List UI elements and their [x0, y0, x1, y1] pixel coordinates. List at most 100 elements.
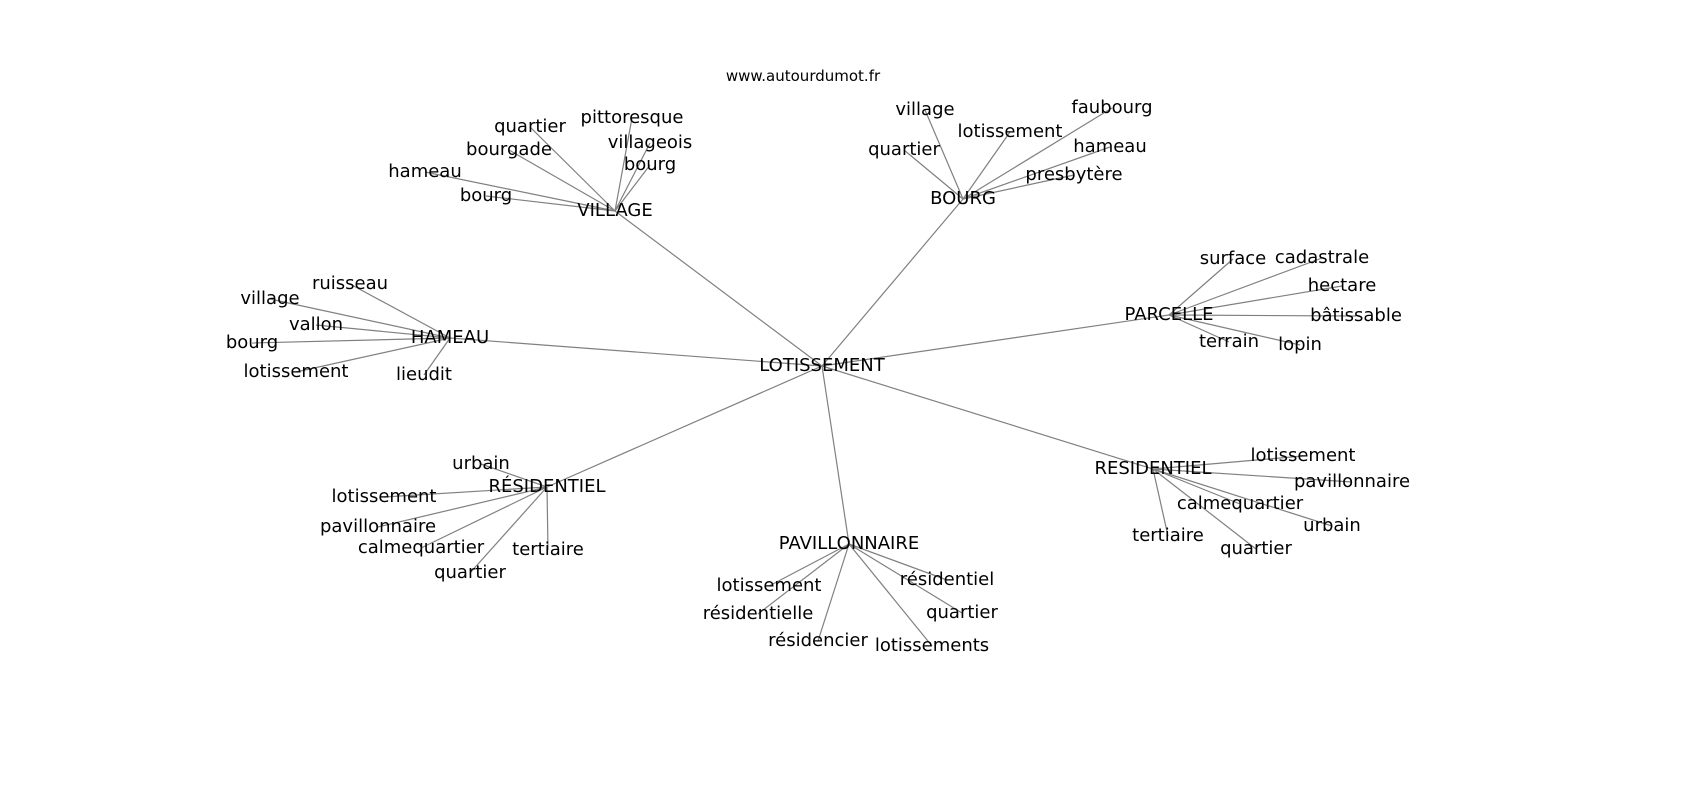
child-node-label: hameau [388, 161, 462, 182]
child-node-label: bourg [225, 332, 279, 353]
edge-group-to-child [349, 283, 451, 339]
edge-group-to-child [614, 142, 651, 212]
edge-group-to-child [924, 109, 964, 200]
group-node-label: VILLAGE [577, 200, 653, 221]
child-node-label: ruisseau [311, 273, 389, 294]
edge-group-to-child [903, 149, 964, 200]
edge-group-to-child [251, 337, 451, 344]
child-node-label: lotissement [716, 575, 822, 596]
child-node-label: lotissement [1250, 445, 1356, 466]
edge-group-to-child [423, 337, 451, 376]
edge-root-to-group [821, 198, 964, 367]
edge-group-to-child [480, 463, 548, 488]
child-node-label: bourgade [466, 139, 552, 160]
child-node-label: villageois [607, 132, 693, 153]
edge-group-to-child [1152, 468, 1241, 505]
child-node-label: quartier [868, 139, 940, 160]
edge-group-to-child [848, 543, 948, 581]
child-node-label: calmequartier [1176, 493, 1304, 514]
edge-group-to-child [1152, 455, 1304, 470]
child-node-label: village [240, 288, 300, 309]
child-node-label: résidentielle [702, 603, 814, 624]
child-node-label: urbain [1303, 515, 1361, 536]
child-node-label: lotissement [243, 361, 349, 382]
edge-root-to-group [821, 365, 1154, 470]
edge-group-to-child [962, 174, 1075, 200]
child-node-label: lotissements [874, 635, 990, 656]
group-node-label: BOURG [930, 188, 996, 209]
child-node-label: terrain [1198, 331, 1260, 352]
edge-root-to-group [821, 365, 850, 545]
edge-group-to-child [546, 486, 549, 551]
group-node-label: HAMEAU [410, 327, 490, 348]
child-node-label: lotissement [957, 121, 1063, 142]
edge-group-to-child [315, 324, 451, 339]
group-node-label: RESIDENTIEL [1094, 458, 1212, 479]
edge-group-to-child [962, 146, 1111, 200]
edge-group-to-child [1168, 314, 1357, 317]
edge-group-to-child [614, 164, 651, 212]
edge-root-to-group [821, 314, 1170, 367]
edge-root-to-group [614, 210, 823, 367]
child-node-label: quartier [494, 116, 566, 137]
edge-group-to-child [269, 298, 451, 339]
child-node-label: lieudit [396, 364, 452, 385]
edge-group-to-child [420, 486, 548, 549]
child-node-label: pittoresque [580, 107, 684, 128]
edge-group-to-child [383, 486, 548, 498]
child-node-label: faubourg [1071, 97, 1153, 118]
edge-group-to-child [508, 149, 616, 212]
edge-group-to-child [848, 543, 963, 614]
child-node-label: pavillonnaire [319, 516, 437, 537]
child-node-label: lopin [1278, 334, 1322, 355]
edge-group-to-child [1168, 257, 1323, 316]
edge-group-to-child [817, 543, 850, 642]
child-node-label: urbain [452, 453, 510, 474]
child-node-label: hameau [1073, 136, 1147, 157]
edge-group-to-child [757, 543, 850, 615]
child-node-label: bourg [459, 185, 513, 206]
edge-group-to-child [1152, 468, 1257, 550]
root-node-label: LOTISSEMENT [759, 355, 885, 376]
child-node-label: bâtissable [1310, 305, 1402, 326]
edge-group-to-child [962, 107, 1113, 200]
child-node-label: tertiaire [1132, 525, 1204, 546]
child-node-label: cadastrale [1274, 247, 1370, 268]
group-node-label: RÉSIDENTIEL [488, 476, 606, 497]
edge-group-to-child [848, 543, 933, 647]
edge-root-to-group [546, 365, 823, 488]
child-node-label: presbytère [1025, 164, 1123, 185]
child-node-label: lotissement [331, 486, 437, 507]
child-node-label: tertiaire [512, 539, 584, 560]
child-node-label: quartier [926, 602, 998, 623]
edge-group-to-child [768, 543, 850, 587]
edge-group-to-child [614, 117, 633, 212]
edge-group-to-child [1168, 314, 1230, 343]
child-node-label: bourg [623, 154, 677, 175]
edge-group-to-child [377, 486, 548, 528]
child-node-label: village [895, 99, 955, 120]
edge-group-to-child [1168, 258, 1234, 316]
child-node-label: quartier [1220, 538, 1292, 559]
edge-group-to-child [469, 486, 548, 574]
edge-root-to-group [449, 337, 823, 367]
edge-group-to-child [424, 171, 616, 212]
child-node-label: pavillonnaire [1293, 471, 1411, 492]
child-node-label: vallon [288, 314, 344, 335]
group-node-label: PAVILLONNAIRE [778, 533, 920, 554]
edge-group-to-child [1152, 468, 1353, 483]
site-title: www.autourdumot.fr [725, 67, 881, 85]
edge-group-to-child [485, 195, 616, 212]
child-node-label: surface [1199, 248, 1267, 269]
group-node-label: PARCELLE [1124, 304, 1214, 325]
child-node-label: résidencier [768, 630, 868, 651]
child-node-label: calmequartier [357, 537, 485, 558]
child-node-label: résidentiel [899, 569, 995, 590]
edge-group-to-child [529, 126, 616, 212]
edge-group-to-child [962, 131, 1011, 200]
child-node-label: quartier [434, 562, 506, 583]
edge-group-to-child [1152, 468, 1169, 537]
edge-group-to-child [1168, 314, 1301, 346]
